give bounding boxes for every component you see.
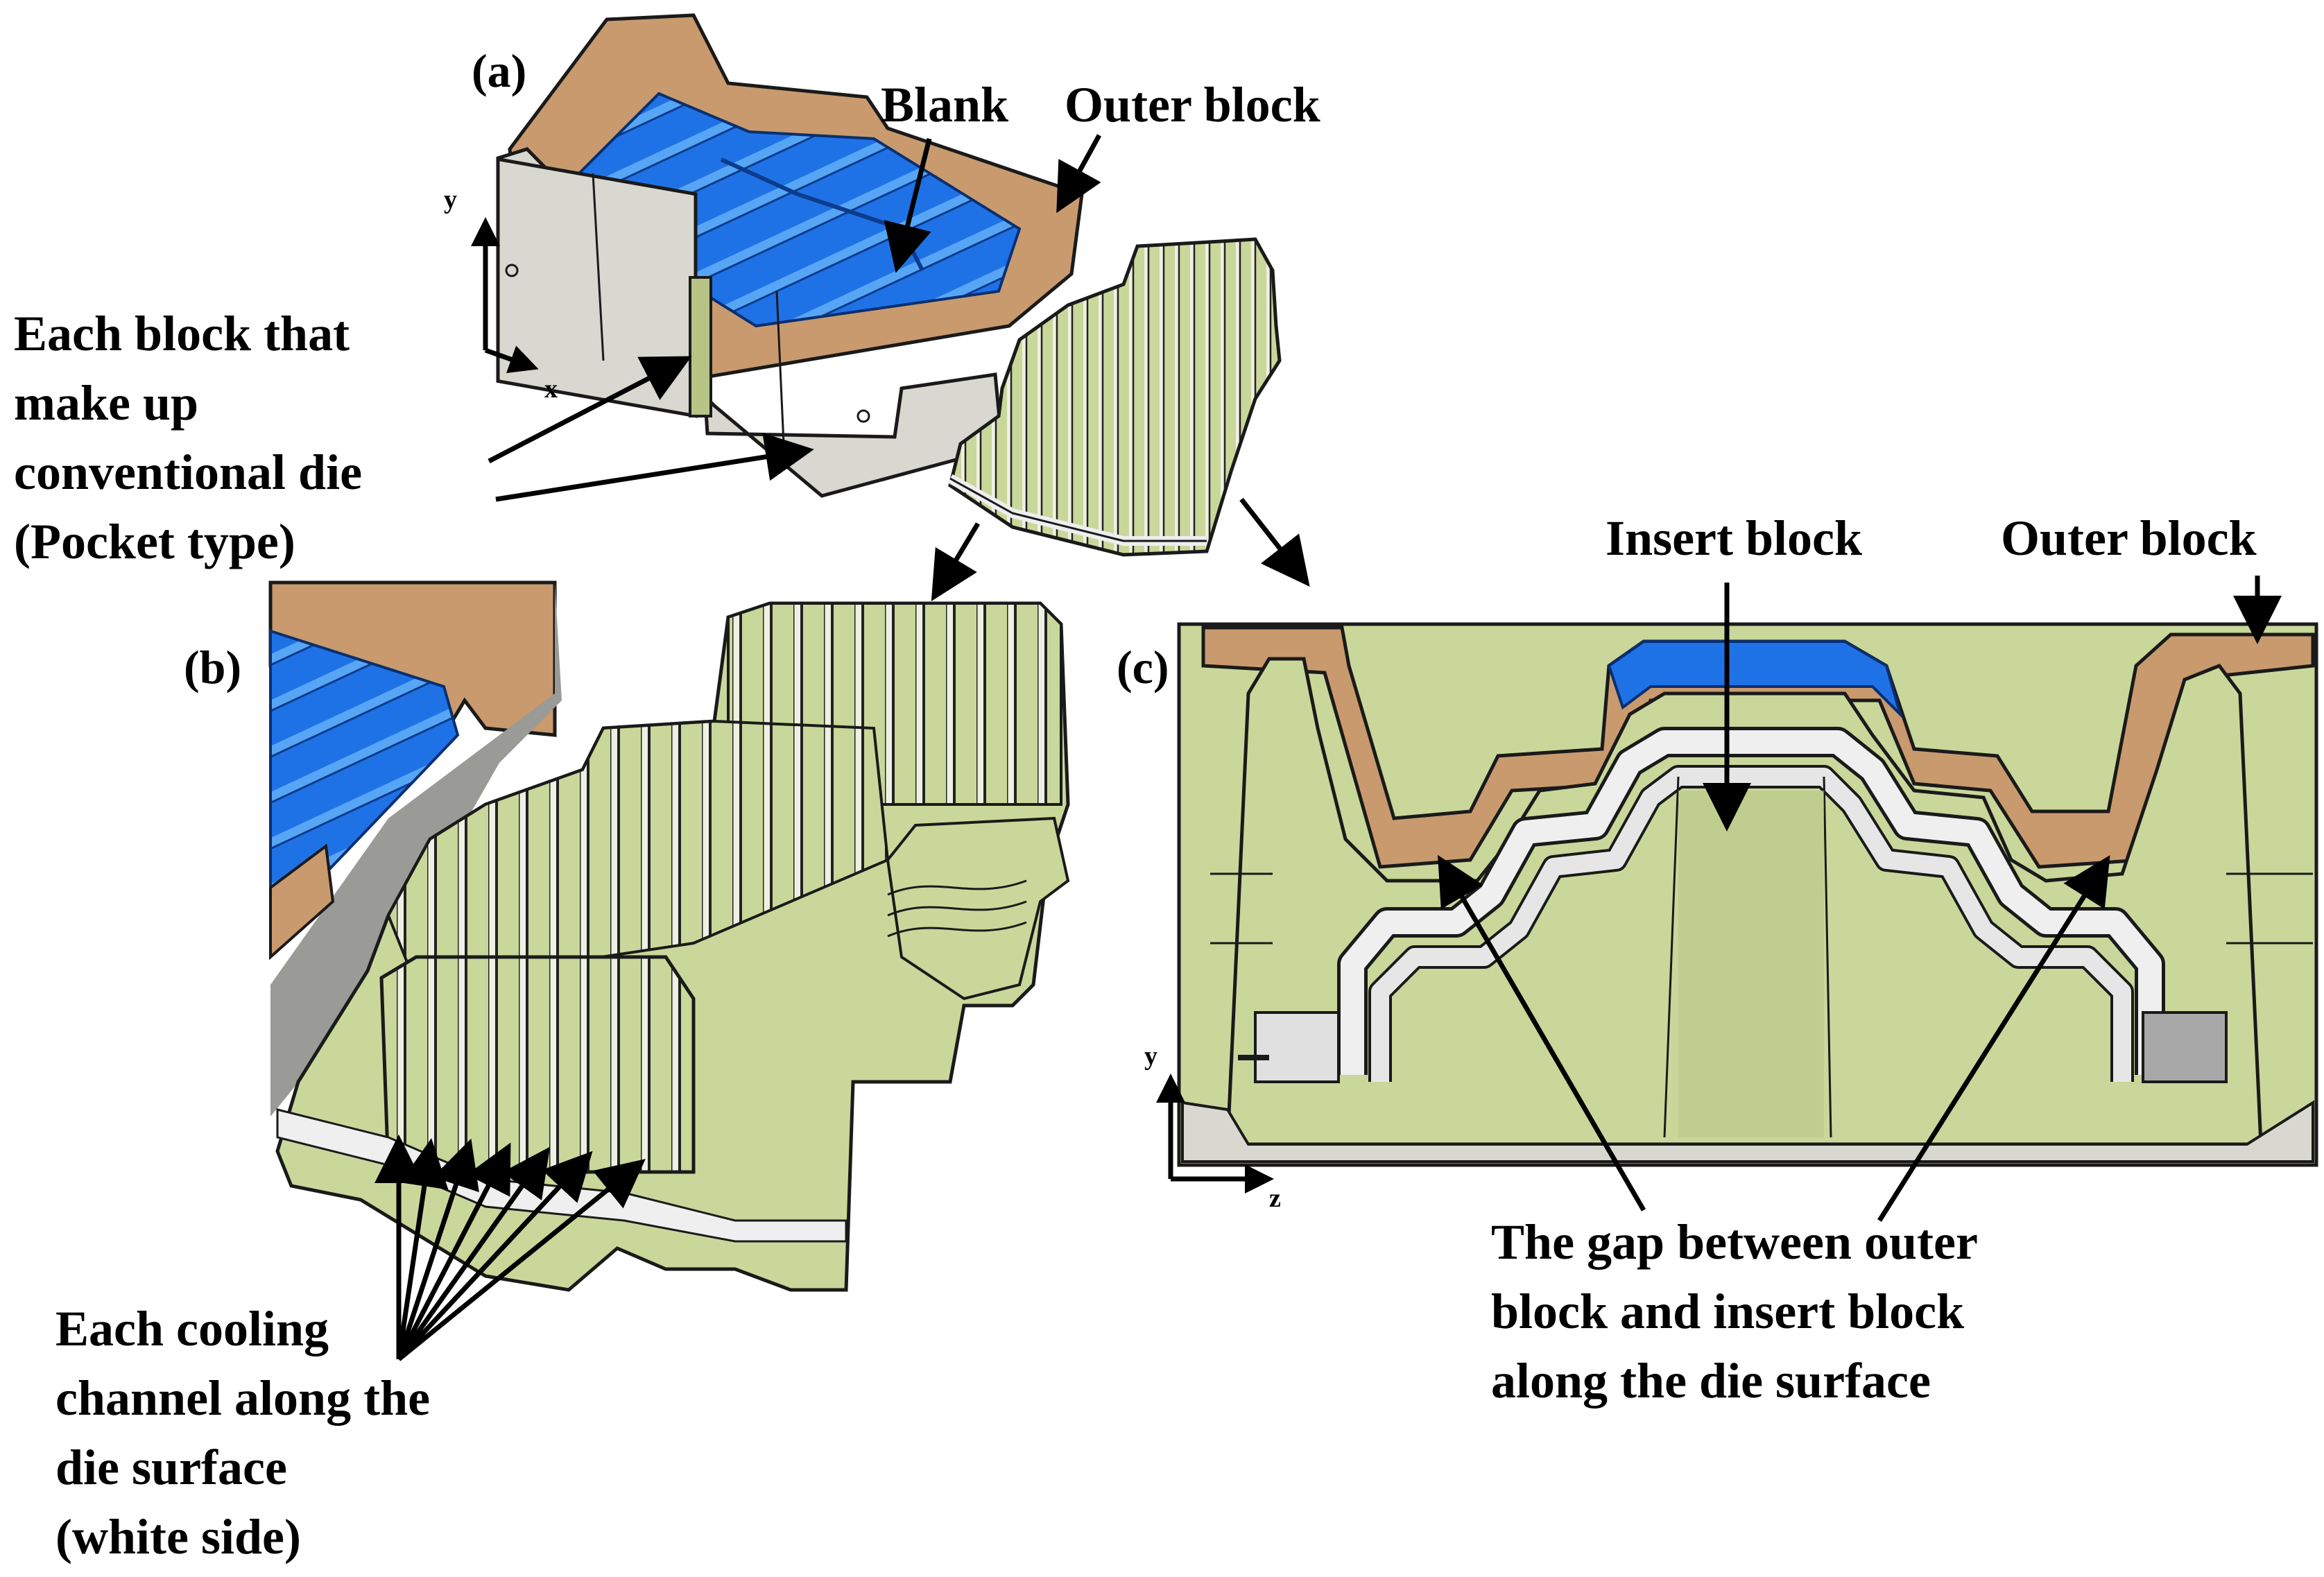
label-each-block-line2: make up bbox=[14, 375, 198, 431]
arrow-gap-2 bbox=[1877, 855, 2110, 1222]
axes-a bbox=[471, 217, 539, 374]
text-labels: (a) (b) (c) Blank Outer block Each block… bbox=[14, 44, 2257, 1565]
label-cooling-line3: die surface bbox=[55, 1440, 287, 1495]
cooling-channels-front-b bbox=[379, 955, 696, 1174]
axis-a-y: y bbox=[444, 185, 457, 214]
label-insert-block: Insert block bbox=[1606, 510, 1862, 566]
arrow-outer-block-a bbox=[1056, 134, 1102, 214]
left-die-block bbox=[496, 157, 698, 418]
cooling-channel-pointers bbox=[375, 1135, 646, 1361]
blank-c bbox=[1607, 640, 1904, 719]
label-blank: Blank bbox=[881, 77, 1008, 132]
panel-c-cross-section bbox=[1156, 622, 2318, 1193]
label-gap-line1: The gap between outer bbox=[1491, 1214, 1978, 1270]
panel-label-a: (a) bbox=[472, 44, 526, 97]
outer-block-b-grey bbox=[270, 583, 562, 1117]
label-each-block-line3: conventional die bbox=[14, 445, 362, 500]
label-cooling-line2: channel along the bbox=[55, 1370, 430, 1426]
panel-c-base bbox=[1181, 1100, 2314, 1163]
arrow-gap-1 bbox=[1437, 854, 1646, 1212]
axis-c-y: y bbox=[1144, 1042, 1157, 1071]
axis-a-x: x bbox=[544, 374, 558, 404]
label-cooling-line4: (white side) bbox=[55, 1509, 301, 1565]
label-gap-line2: block and insert block bbox=[1491, 1284, 1964, 1339]
fitting-right bbox=[2142, 1011, 2228, 1083]
arrow-to-panel-c bbox=[1239, 497, 1310, 587]
block-separator-strip bbox=[689, 276, 712, 417]
arrow-to-panel-b bbox=[931, 522, 981, 602]
label-outer-block-c: Outer block bbox=[2001, 510, 2257, 566]
label-cooling-line1: Each cooling bbox=[55, 1301, 329, 1356]
leader-arrows bbox=[488, 134, 2282, 1222]
arrow-each-block-2 bbox=[495, 433, 814, 502]
arrow-each-block-1 bbox=[488, 356, 692, 464]
panel-label-b: (b) bbox=[184, 641, 241, 693]
fitting-left bbox=[1254, 1011, 1340, 1083]
arrow-blank bbox=[884, 138, 932, 273]
panel-a-die-assembly bbox=[471, 13, 1282, 557]
insert-block-small bbox=[947, 237, 1282, 557]
label-gap-line3: along the die surface bbox=[1491, 1353, 1931, 1408]
label-outer-block-a: Outer block bbox=[1065, 77, 1320, 132]
blank-b bbox=[269, 629, 460, 918]
label-each-block-line4: (Pocket type) bbox=[14, 514, 295, 569]
label-each-block-line1: Each block that bbox=[14, 306, 350, 361]
panel-label-c: (c) bbox=[1117, 641, 1169, 693]
axes-c bbox=[1156, 1074, 1274, 1193]
panel-b-insert-closeup bbox=[268, 580, 1070, 1361]
axis-c-z: z bbox=[1269, 1184, 1281, 1213]
